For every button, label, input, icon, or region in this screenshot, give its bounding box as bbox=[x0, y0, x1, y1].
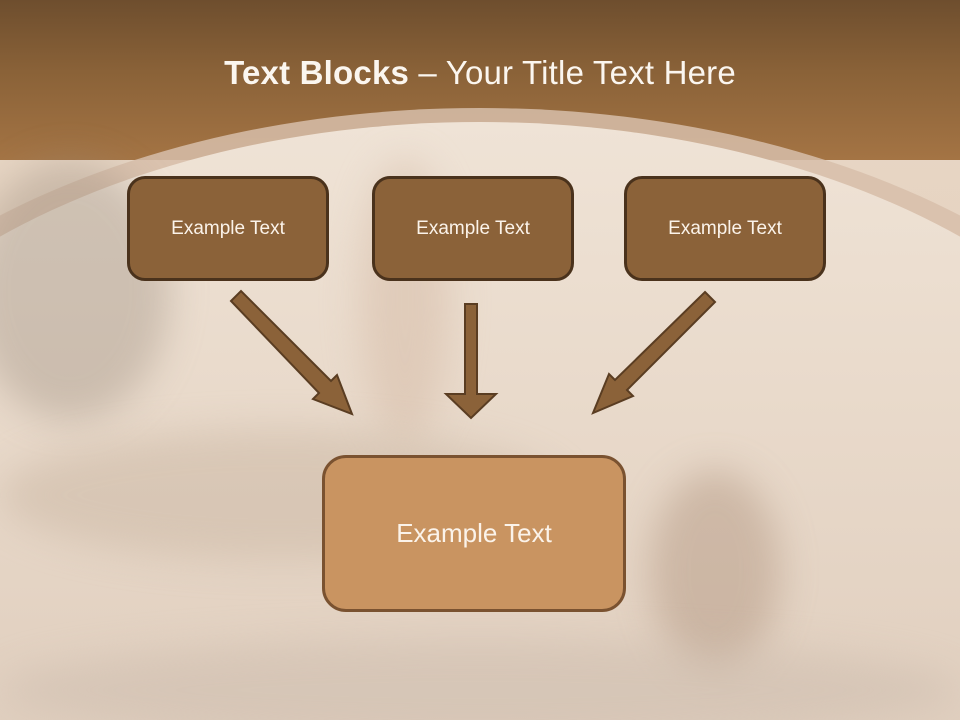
title-separator: – bbox=[409, 54, 446, 91]
text-block-3-label: Example Text bbox=[668, 217, 782, 239]
result-text-block[interactable]: Example Text bbox=[322, 455, 626, 612]
arrow-down-right-icon bbox=[229, 289, 354, 416]
title-bold: Text Blocks bbox=[224, 54, 410, 91]
page-title: Text Blocks – Your Title Text Here bbox=[0, 54, 960, 92]
title-rest: Your Title Text Here bbox=[445, 54, 736, 91]
text-block-2[interactable]: Example Text bbox=[372, 176, 574, 281]
result-text-block-label: Example Text bbox=[396, 518, 552, 548]
text-block-1-label: Example Text bbox=[171, 217, 285, 239]
background-photo-ground bbox=[0, 640, 960, 720]
text-block-1[interactable]: Example Text bbox=[127, 176, 329, 281]
text-block-3[interactable]: Example Text bbox=[624, 176, 826, 281]
background-photo-rock-2 bbox=[650, 470, 780, 670]
arrow-down-icon bbox=[443, 303, 499, 420]
text-block-2-label: Example Text bbox=[416, 217, 530, 239]
arrow-down-left-icon bbox=[591, 290, 717, 415]
